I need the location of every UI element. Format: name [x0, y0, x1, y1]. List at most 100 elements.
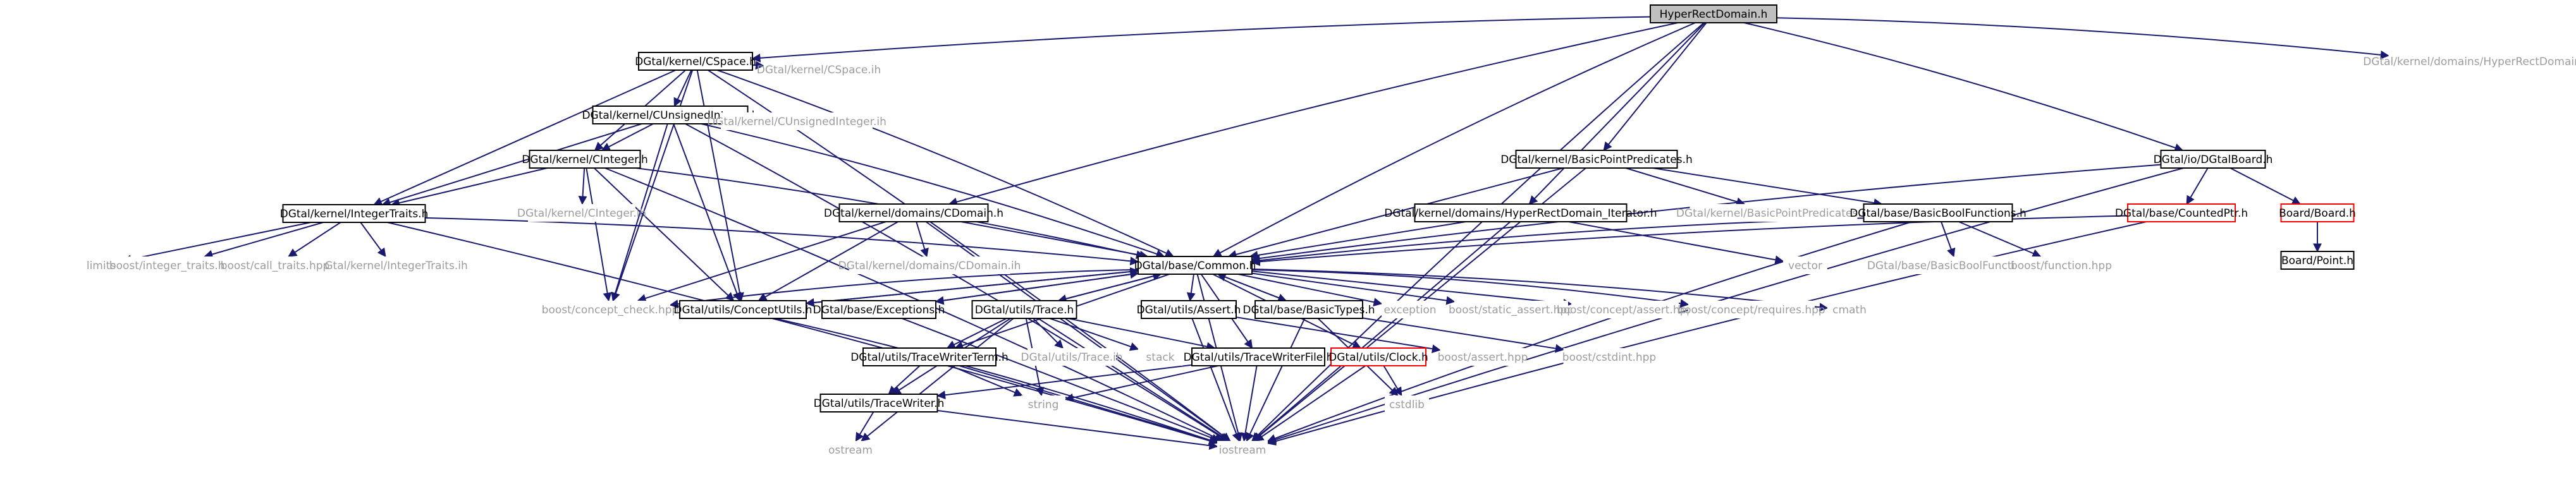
node-box	[529, 150, 641, 169]
node-box	[1330, 347, 1426, 366]
node-label: DGtal/io/DGtalBoard.h	[2154, 154, 2273, 166]
edge-root-to-iostream	[1251, 22, 1705, 442]
node-basictypes[interactable]: DGtal/base/BasicTypes.h	[1242, 300, 1375, 319]
edge-common-to-cmath	[1251, 268, 1829, 312]
edge-conceptutils-to-common	[806, 267, 1139, 304]
node-point[interactable]: Board/Point.h	[2280, 251, 2355, 270]
node-box	[1382, 301, 1438, 318]
edge-root-to-cdomain	[948, 22, 1678, 207]
node-boost_call: boost/call_traits.hpp	[221, 256, 329, 274]
node-label: DGtal/utils/TraceWriter.h	[814, 397, 945, 410]
node-label: DGtal/kernel/BasicPointPredicates.h	[1500, 154, 1693, 166]
node-inttraits_ext: DGtal/kernel/IntegerTraits.ih	[316, 256, 468, 274]
node-box	[1650, 4, 1777, 23]
node-label: DGtal/kernel/domains/CDomain.h	[824, 207, 1003, 220]
edge-twterm-to-string	[950, 365, 1023, 397]
node-ostream: ostream	[826, 441, 874, 459]
node-inttraits[interactable]: DGtal/kernel/IntegerTraits.h	[280, 204, 429, 223]
nodes: HyperRectDomain.hDGtal/kernel/CSpace.hDG…	[79, 4, 2576, 459]
node-label: Board/Point.h	[2281, 255, 2353, 267]
node-box	[763, 61, 874, 78]
node-bbf[interactable]: DGtal/base/BasicBoolFunctions.h	[1849, 203, 2027, 222]
node-label: boost/integer_traits.hpp	[109, 260, 238, 272]
node-clock[interactable]: DGtal/utils/Clock.h	[1328, 347, 1428, 366]
edge-cinteger-to-cinteger_ext	[578, 167, 587, 205]
edge-twfile-to-string	[1064, 365, 1218, 402]
node-conceptutils[interactable]: DGtal/utils/ConceptUtils.h	[673, 300, 813, 319]
node-box	[2015, 256, 2107, 274]
edge-tracewriter-to-ostream	[855, 411, 874, 442]
node-box	[226, 256, 324, 274]
node-cspace[interactable]: DGtal/kernel/CSpace.h	[635, 52, 756, 71]
node-concept_req: boost/concept/requires.hpp	[1677, 301, 1825, 318]
node-label: boost/concept_check.hpp	[542, 304, 679, 316]
edge-cinteger-to-conceptutils	[594, 167, 735, 301]
node-label: boost/concept/assert.hpp	[1557, 304, 1693, 316]
edge-bbf-to-bbf_ext	[1941, 221, 1956, 258]
node-string: string	[1021, 395, 1065, 413]
node-label: DGtal/utils/Clock.h	[1328, 351, 1428, 364]
node-label: DGtal/base/Exceptions.h	[813, 304, 945, 316]
node-label: DGtal/base/Common.h	[1134, 260, 1256, 272]
node-hrd_iter[interactable]: DGtal/kernel/domains/HyperRectDomain_Ite…	[1384, 203, 1657, 222]
node-box	[1571, 301, 1679, 318]
node-box	[971, 300, 1077, 319]
node-label: boost/function.hpp	[2011, 260, 2112, 272]
edge-cdomain-to-cdomain_ext	[916, 221, 929, 258]
edge-trace-to-ostream	[861, 318, 1014, 442]
edge-trace-to-trace_ext	[1033, 318, 1064, 349]
node-root[interactable]: HyperRectDomain.h	[1650, 4, 1777, 23]
node-box	[1414, 203, 1628, 222]
edge-cinteger-to-inttraits	[391, 167, 548, 207]
node-dgtalboard[interactable]: DGtal/io/DGtalBoard.h	[2154, 150, 2273, 169]
edge-cspace-to-concept_check	[611, 69, 694, 302]
edge-inttraits-to-boost_call	[288, 222, 341, 257]
node-twfile[interactable]: DGtal/utils/TraceWriterFile.h	[1184, 347, 1334, 366]
node-label: Board/Board.h	[2279, 207, 2356, 220]
node-box	[1217, 441, 1268, 459]
node-trace[interactable]: DGtal/utils/Trace.h	[971, 300, 1077, 319]
node-bpp_ext: DGtal/kernel/BasicPointPredicates.ih	[1676, 204, 1871, 222]
node-label: vector	[1788, 260, 1822, 272]
node-label: DGtal/kernel/BasicPointPredicates.ih	[1676, 207, 1871, 220]
node-label: DGtal/kernel/CSpace.ih	[757, 64, 881, 76]
node-box	[819, 394, 938, 413]
node-label: exception	[1383, 304, 1436, 316]
node-label: limits	[87, 260, 116, 272]
edge-cspace-to-cunsigned	[673, 69, 692, 107]
node-concept_assert: boost/concept/assert.hpp	[1557, 301, 1693, 318]
edge-trace-to-stack	[1049, 318, 1139, 351]
node-box	[2388, 52, 2569, 70]
node-cinteger[interactable]: DGtal/kernel/CInteger.h	[522, 150, 648, 169]
node-bpp[interactable]: DGtal/kernel/BasicPointPredicates.h	[1500, 150, 1693, 169]
edge-assert_h-to-iostream	[1191, 318, 1241, 442]
node-box	[1021, 395, 1065, 413]
node-label: HyperRectDomain.h	[1660, 8, 1768, 21]
edge-cunsigned-to-common	[701, 123, 1165, 258]
node-box	[2127, 203, 2236, 222]
node-countedptr[interactable]: DGtal/base/CountedPtr.h	[2115, 203, 2248, 222]
edge-hrd_iter-to-iostream	[1252, 221, 1511, 442]
edge-trace-to-twfile	[1067, 318, 1216, 351]
node-exceptions[interactable]: DGtal/base/Exceptions.h	[813, 300, 945, 319]
node-box	[638, 52, 753, 71]
node-exception: exception	[1382, 301, 1438, 318]
node-tracewriter[interactable]: DGtal/utils/TraceWriter.h	[814, 394, 945, 413]
node-twterm[interactable]: DGtal/utils/TraceWriterTerm.h	[850, 347, 1009, 366]
edge-cdomain-to-common	[960, 221, 1149, 260]
node-concept_check: boost/concept_check.hpp	[542, 301, 679, 318]
edge-cunsigned-to-inttraits	[381, 123, 642, 207]
node-cdomain[interactable]: DGtal/kernel/domains/CDomain.h	[824, 203, 1003, 222]
edge-bpp-to-bpp_ext	[1625, 167, 1746, 207]
node-box	[1690, 204, 1858, 222]
node-assert_h[interactable]: DGtal/utils/Assert.h	[1137, 300, 1241, 319]
edge-root-to-bpp	[1603, 22, 1707, 152]
node-common[interactable]: DGtal/base/Common.h	[1134, 256, 1256, 275]
edge-countedptr-to-common	[1251, 215, 2128, 267]
node-label: DGtal/kernel/CInteger.ih	[517, 207, 646, 220]
edge-basictypes-to-cstdint	[1362, 317, 1564, 353]
edge-twterm-to-tracewriter	[888, 365, 921, 395]
node-vector: vector	[1783, 256, 1827, 274]
node-board[interactable]: Board/Board.h	[2279, 203, 2356, 222]
edge-hrd_iter-to-common	[1249, 221, 1466, 260]
